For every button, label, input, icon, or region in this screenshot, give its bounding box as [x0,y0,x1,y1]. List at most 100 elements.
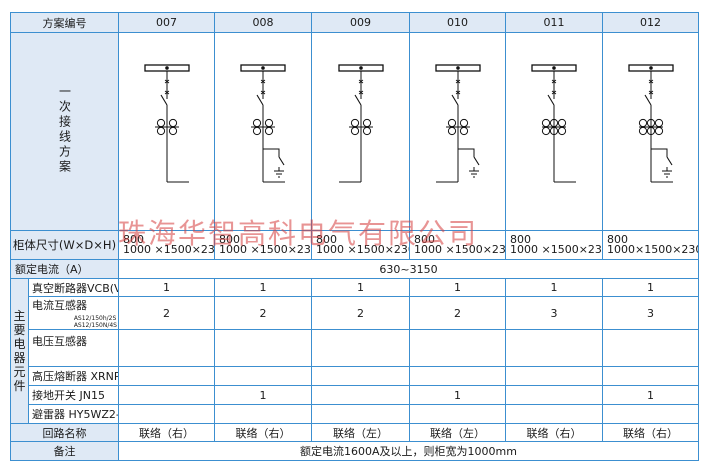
component-qty [311,366,410,386]
bus-node [358,65,363,70]
wiring-diagram [434,63,481,182]
scheme-code: 009 [311,12,410,33]
current-transformer-icon [557,118,567,127]
plug-contact-icon [164,90,169,94]
breaker-icon [451,94,458,105]
component-qty: 2 [118,296,215,330]
note-label: 备注 [10,441,119,461]
current-transformer-icon [638,126,647,135]
component-qty [505,329,603,367]
wiring-diagram [627,63,674,182]
wiring-row: 一次接线方案 [10,32,699,231]
current-transformer-icon [156,126,165,135]
rated-current-row: 额定电流（A） 630~3150 [10,259,699,279]
note-value: 额定电流1600A及以上，则柜宽为1000mm [118,441,699,461]
rated-current-value: 630~3150 [118,259,699,279]
current-transformer-icon [638,118,647,127]
scheme-table: 方案编号 007 008 009 010 011 012 一次接线方案 柜体尺寸… [10,12,699,461]
wiring-diagram [531,63,577,182]
component-qty: 1 [602,278,699,297]
scheme-label: 方案编号 [10,12,119,33]
current-transformer-icon [362,118,371,127]
breaker-icon [256,94,264,105]
circuit-name: 联络（右） [505,423,603,442]
circuit-row: 回路名称 联络（右） 联络（右） 联络（左） 联络（左） 联络（右） 联络（右） [10,423,699,442]
component-qty [214,404,312,424]
component-qty [311,404,410,424]
component-qty: 2 [214,296,312,330]
component-qty [118,404,215,424]
wiring-diagram-cell [505,32,603,231]
dimension-label: 柜体尺寸(W×D×H) [10,230,119,260]
wiring-diagram [240,63,286,182]
component-qty: 1 [409,278,506,297]
wiring-diagram [143,63,190,182]
wiring-diagram-cell [214,32,312,231]
breaker-icon [354,94,361,105]
component-name: 高压熔断器 XRNP-12 [28,366,119,386]
component-qty [505,366,603,386]
current-transformer-icon [252,118,262,127]
component-group-label: 主要电器元件 [13,309,26,393]
circuit-name: 联络（右） [214,423,312,442]
wiring-label-cell: 一次接线方案 [10,32,119,231]
component-name: 电压互感器 [28,329,119,367]
component-qty: 3 [602,296,699,330]
component-name: 电流互感器 AS12/150h/2S AS12/150N/4S [28,296,119,330]
plug-contact-icon [358,79,363,83]
component-qty [118,329,215,367]
wiring-diagram-cell [409,32,506,231]
component-qty [311,385,410,405]
component-row: 高压熔断器 XRNP-12 [11,366,699,386]
earth-switch-icon [278,156,285,165]
component-qty: 1 [214,278,312,297]
scheme-code: 008 [214,12,312,33]
component-qty: 1 [505,278,603,297]
rated-current-label: 额定电流（A） [10,259,119,279]
current-transformer-icon [252,126,262,135]
bus-node [648,65,653,70]
component-qty: 2 [409,296,506,330]
bus-node [164,65,169,70]
component-qty: 2 [311,296,410,330]
bus-node [455,65,460,70]
circuit-label: 回路名称 [10,423,119,442]
component-qty: 1 [311,278,410,297]
bus-node [261,65,265,70]
current-transformer-icon [654,126,663,135]
header-row: 方案编号 007 008 009 010 011 012 [10,12,699,33]
current-transformer-icon [264,118,274,127]
plug-contact-icon [551,79,557,83]
current-transformer-icon [447,118,456,127]
plug-contact-icon [648,90,653,94]
current-transformer-icon [447,126,456,135]
component-qty [602,404,699,424]
current-transformer-icon [541,118,551,127]
plug-contact-icon [358,90,363,94]
component-group-cell: 主要电器元件 [10,278,29,424]
component-qty [602,366,699,386]
component-qty: 1 [602,385,699,405]
circuit-name: 联络（右） [602,423,699,442]
wiring-label: 一次接线方案 [57,85,72,175]
scheme-code: 012 [602,12,699,33]
plug-contact-icon [551,90,557,94]
component-row: 电流互感器 AS12/150h/2S AS12/150N/4S 2 2 2 2 … [11,296,699,330]
earth-lead [457,148,474,157]
plug-contact-icon [648,79,653,83]
current-transformer-icon [350,126,359,135]
breaker-icon [644,94,651,105]
component-qty [214,329,312,367]
earth-lead [650,148,667,157]
note-row: 备注 额定电流1600A及以上，则柜宽为1000mm [10,441,699,461]
component-name: 避雷器 HY5WZ2-17/45 [28,404,119,424]
component-qty [311,329,410,367]
component-name: 接地开关 JN15 [28,385,119,405]
component-qty: 1 [118,278,215,297]
component-row: 电压互感器 [11,329,699,367]
